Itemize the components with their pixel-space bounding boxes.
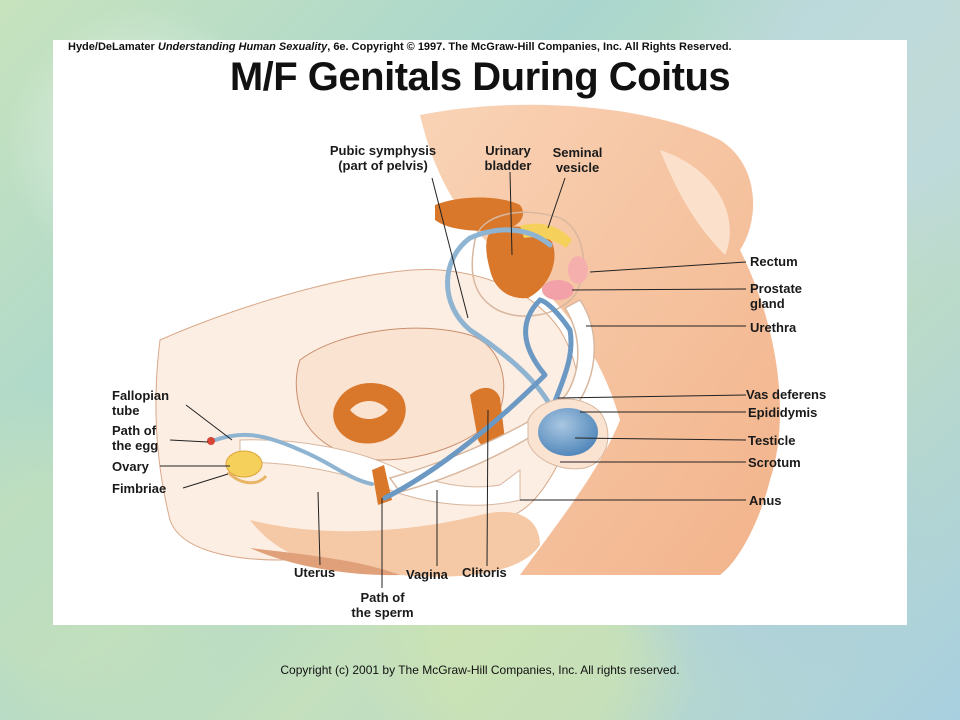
bladder-outline [471,211,585,317]
label-ovary: Ovary [112,459,149,474]
label-anus: Anus [749,493,782,508]
male-pubic-bone [435,197,524,231]
label-epididymis: Epididymis [748,405,818,420]
label-seminal-vesicle: Seminal vesicle [552,145,603,175]
testicle-shape [538,408,598,456]
label-rectum: Rectum [750,254,798,269]
label-prostate-gland: Prostate gland [750,281,803,311]
label-uterus: Uterus [294,565,336,580]
label-vas-deferens: Vas deferens [746,387,827,402]
ovary-shape [225,450,263,478]
credit-authors: Hyde/DeLamater [68,41,155,53]
sperm-path-line [382,297,574,501]
label-pubic-symphysis: Pubic symphysis (part of pelvis) [329,143,437,173]
uterus-inner [350,401,388,420]
credit-line: Hyde/DeLamater Understanding Human Sexua… [68,41,888,53]
credit-book-title: Understanding Human Sexuality [157,41,328,53]
label-fallopian-tube: Fallopian tube [112,388,170,418]
egg-path-line [213,432,374,486]
bladder [486,226,555,299]
label-vagina: Vagina [406,567,448,582]
label-path-of-sperm: Path of the sperm [351,590,414,620]
label-urethra: Urethra [750,320,797,335]
label-fimbriae: Fimbriae [112,481,167,496]
label-path-of-egg: Path of the egg [112,423,159,453]
male-back-highlight [660,150,730,255]
prostate-shape [542,280,574,300]
fimbriae-shape [226,470,268,485]
rectum-shape [568,256,588,284]
label-scrotum: Scrotum [748,455,801,470]
egg-dot [207,437,215,445]
female-skin-fold [250,548,400,576]
vas-deferens-path [445,227,558,418]
penis-shape [388,299,595,493]
label-clitoris: Clitoris [462,565,507,580]
label-testicle: Testicle [748,433,796,448]
copyright-footer: Copyright (c) 2001 by The McGraw-Hill Co… [280,663,680,677]
page-title: M/F Genitals During Coitus [229,55,731,99]
label-urinary-bladder: Urinary bladder [484,143,532,173]
seminal-vesicle-shape [520,223,572,248]
leader-lines [160,171,747,588]
credit-rest: , 6e. Copyright © 1997. The McGraw-Hill … [327,41,732,53]
